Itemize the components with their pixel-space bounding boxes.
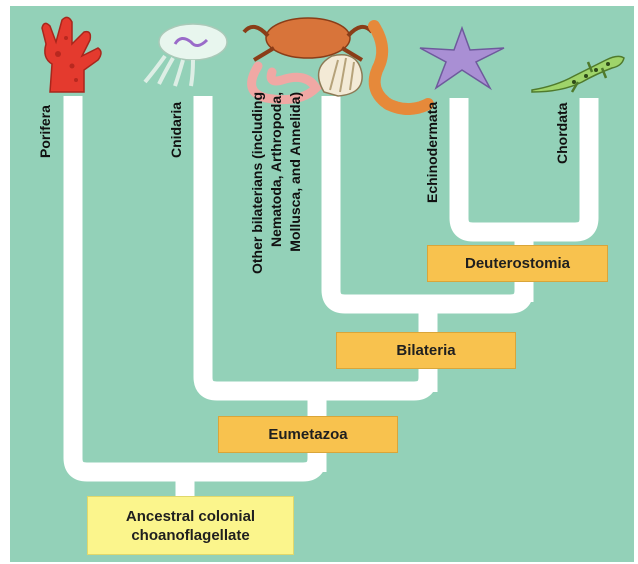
salamander-icon — [526, 46, 630, 96]
jellyfish-icon — [135, 20, 230, 88]
taxon-chordata: Chordata — [553, 103, 572, 164]
taxon-other-bilaterians: Other bilaterians (including Nematoda, A… — [248, 92, 305, 274]
phylogeny-diagram: Porifera Cnidaria Other bilaterians (inc… — [10, 6, 634, 562]
sea-star-icon — [418, 26, 508, 92]
taxon-porifera: Porifera — [36, 105, 55, 158]
clade-eumetazoa: Eumetazoa — [218, 416, 398, 453]
sponge-icon — [28, 14, 108, 94]
taxon-echinodermata: Echinodermata — [423, 102, 442, 203]
root-ancestral-choanoflagellate: Ancestral colonial choanoflagellate — [87, 496, 294, 555]
clade-bilateria: Bilateria — [336, 332, 516, 369]
taxon-cnidaria: Cnidaria — [167, 102, 186, 158]
clade-deuterostomia: Deuterostomia — [427, 245, 608, 282]
